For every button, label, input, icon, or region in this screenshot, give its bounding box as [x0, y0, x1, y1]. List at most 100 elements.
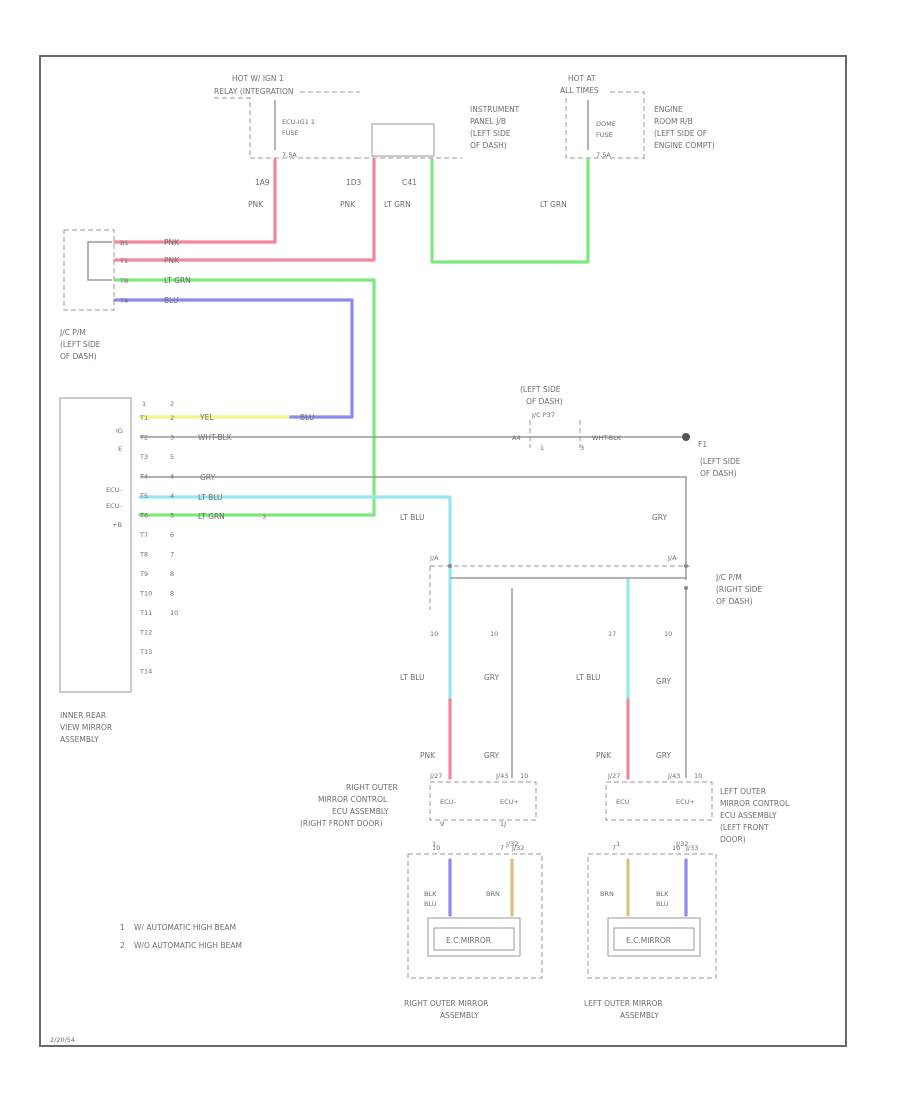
hot-ig-label-1: HOT W/ IGN 1: [232, 74, 284, 83]
left-ecu-label-1: LEFT OUTER: [720, 787, 766, 796]
ip-jb-label-4: OF DASH): [470, 141, 507, 150]
wire-label-pnk-1: PNK: [248, 200, 264, 209]
left-ecu-label-4: (LEFT FRONT: [720, 823, 769, 832]
inner-mirror-pin-n10: 8: [170, 590, 174, 598]
jc-right-label-1: J/C P/M: [715, 573, 742, 582]
right-ecu-conn-2: J/43: [495, 772, 508, 780]
left-mirror-label-2: ASSEMBLY: [620, 1011, 659, 1020]
jc-right-top-left: J/A: [429, 554, 439, 562]
jc-right-pin-4: 10: [664, 630, 672, 638]
inner-mirror-label-3: ASSEMBLY: [60, 735, 99, 744]
right-mirror-conn: J/32: [511, 844, 524, 852]
right-mirror-pin-1: 10: [432, 844, 440, 852]
left-mirror-pin-1: 7: [612, 844, 616, 852]
wire-label-pnk-6: PNK: [596, 751, 612, 760]
jc-right-pin-2: 10: [490, 630, 498, 638]
left-ecu-bottom-2: J/32: [675, 840, 688, 848]
wire-label-lt-grn-1: LT GRN: [384, 200, 411, 209]
right-ecu-conn-1: J/27: [429, 772, 442, 780]
wire-label-lt-blu-3: LT BLU: [400, 673, 425, 682]
inner-mirror-pin-t2: T2: [139, 434, 148, 442]
fuse-block-hot-at-all-times: HOT AT ALL TIMES DOME FUSE 7.5A: [560, 74, 645, 160]
ip-jb-label-2: PANEL J/B: [470, 117, 506, 126]
er-rb-label-3: (LEFT SIDE OF: [654, 129, 707, 138]
jc-right-outline: [429, 565, 690, 610]
inner-mirror-pin-name-plusb: +B: [112, 521, 122, 529]
right-mirror-control-ecu: J/27 J/43 10 ECU- ECU+ 9 1J RIGHT OUTER …: [300, 772, 537, 848]
hot-at-fuse-amp: 7.5A: [596, 151, 611, 159]
right-ecu-term-1: ECU-: [440, 798, 456, 806]
inner-mirror-col-header-1: 1: [142, 400, 146, 408]
ip-jb-label-1: INSTRUMENT: [470, 105, 520, 114]
wire-label-gry-2: GRY: [652, 513, 668, 522]
wire-label-lt-grn-4: LT GRN: [198, 512, 225, 521]
left-mirror-ec-box: [607, 917, 701, 957]
right-ecu-label-3: ECU ASSEMBLY: [332, 807, 389, 816]
er-rb-label-4: ENGINE COMPT): [654, 141, 715, 150]
wire-label-blk-1: BLK: [424, 890, 437, 898]
diagram-frame: [39, 55, 847, 1047]
wire-lt-grn-dome: [430, 158, 590, 264]
hot-at-dashed-outline: [565, 91, 645, 160]
inner-mirror-pin-t14: T14: [139, 668, 152, 676]
hot-at-fuse-label-1: DOME: [596, 120, 616, 128]
ip-jb-label-3: (LEFT SIDE: [470, 129, 511, 138]
inner-mirror-box: [59, 397, 132, 693]
jc-left-label-1: J/C P/M: [59, 328, 86, 337]
wire-label-lt-grn-3: LT GRN: [164, 276, 191, 285]
hot-ig-dashed-outline: [214, 97, 356, 159]
inner-mirror-pin-n3: 5: [170, 453, 174, 461]
right-ecu-label-2: MIRROR CONTROL: [318, 795, 388, 804]
hot-at-fuse-label-2: FUSE: [596, 131, 613, 139]
inner-mirror-pin-n5: 4: [170, 492, 174, 500]
ground-loc-label-1: (LEFT SIDE: [700, 457, 741, 466]
right-ecu-bottom-1: 9: [440, 820, 444, 828]
right-mirror-ec-label: E.C.MIRROR: [446, 936, 491, 945]
hot-ig-fuse-amp: 7.5A: [282, 151, 297, 159]
left-ecu-label-3: ECU ASSEMBLY: [720, 811, 777, 820]
jc-right-node-1: [448, 564, 452, 568]
hot-ig-label-2: RELAY (INTEGRATION: [214, 87, 293, 96]
inner-mirror-pin-name-ecu: ECU-: [106, 502, 122, 510]
wire-label-lt-blu-1: LT BLU: [198, 493, 223, 502]
right-mirror-ec-box: [427, 917, 521, 957]
figure-code: 2/20/54: [50, 1036, 75, 1044]
right-ecu-bottom-2: 1J: [500, 820, 506, 828]
left-mirror-ec-inner: [613, 927, 695, 951]
inner-mirror-col-header-2: 2: [170, 400, 174, 408]
right-ecu-label-1: RIGHT OUTER: [346, 783, 398, 792]
inner-mirror-pin-n6: 5: [170, 512, 174, 520]
instrument-panel-jb: INSTRUMENT PANEL J/B (LEFT SIDE OF DASH): [356, 105, 520, 159]
wire-pnk-ig: [113, 158, 277, 244]
wire-label-gry-4: GRY: [656, 677, 672, 686]
conn-code-1a9: 1A9: [255, 178, 270, 187]
ground-jc-outline: [529, 420, 581, 448]
jc-left-pin-2: T1: [119, 257, 128, 265]
inner-mirror-pin-t12: T12: [139, 629, 152, 637]
jc-right-pin-3: 17: [608, 630, 616, 638]
wire-label-gry-3: GRY: [484, 673, 500, 682]
wire-label-blu-1: BLU: [164, 296, 178, 305]
ground-pin-a: A4: [512, 434, 521, 442]
inner-mirror-pin-t1: T1: [139, 414, 148, 422]
wire-pnk-jb: [113, 158, 376, 262]
right-mirror-label-1: RIGHT OUTER MIRROR: [404, 999, 488, 1008]
right-outer-mirror-assembly: 10 7 J/32 BLK BLU BRN E.C.MIRROR RIGHT O…: [404, 844, 543, 1020]
inner-mirror-pin-t7: T7: [139, 531, 148, 539]
right-ecu-conn-3: 10: [520, 772, 528, 780]
inner-mirror-pin-n8: 7: [170, 551, 174, 559]
wire-blu-ig: [113, 298, 354, 419]
legend: 1 W/ AUTOMATIC HIGH BEAM 2 W/O AUTOMATIC…: [120, 923, 242, 950]
hot-at-label-1: HOT AT: [568, 74, 596, 83]
jc-left-label-2: (LEFT SIDE: [60, 340, 101, 349]
inner-mirror-pin-name-ecu-minus: ECU-: [106, 486, 122, 494]
jc-right-top-right: J/A: [667, 554, 677, 562]
wire-label-pnk-5: PNK: [420, 751, 436, 760]
ground-loc-label-2: OF DASH): [700, 469, 737, 478]
inner-rear-view-mirror: 1 2 IG E ECU- ECU- +B T1T2T3T4T5T6T7T8T9…: [59, 397, 314, 744]
legend-num-2: 2: [120, 941, 125, 950]
right-ecu-bottom-4: J/32: [505, 840, 518, 848]
